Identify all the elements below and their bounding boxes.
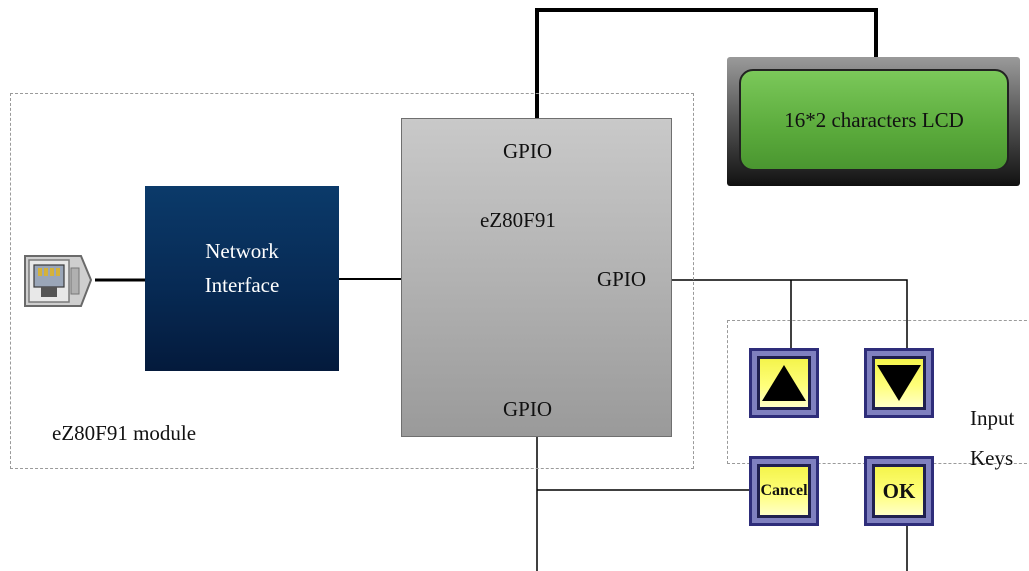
- up-key-face: [757, 356, 811, 410]
- module-label: eZ80F91 module: [52, 421, 197, 445]
- ok-key[interactable]: OK: [864, 456, 934, 526]
- mcu-block: [401, 118, 672, 437]
- cancel-key[interactable]: Cancel: [749, 456, 819, 526]
- mcu-gpio-bottom-label: GPIO: [503, 397, 553, 421]
- down-arrow-icon: [877, 365, 921, 401]
- network-interface-line1: Network: [205, 238, 279, 263]
- cancel-key-face: Cancel: [757, 464, 811, 518]
- input-keys-label-line1: Input: [970, 406, 1015, 430]
- cancel-key-label: Cancel: [760, 482, 808, 499]
- input-keys-label-line2: Keys: [970, 446, 1014, 470]
- ok-key-label: OK: [882, 478, 916, 503]
- network-interface-block: Network Interface: [145, 186, 339, 371]
- lcd-bus-wire: [535, 8, 878, 118]
- module-boundary: [10, 93, 694, 469]
- network-interface-line2: Interface: [204, 272, 280, 297]
- down-key-face: [872, 356, 926, 410]
- mcu-gpio-top-label: GPIO: [503, 139, 553, 163]
- ethernet-jack-icon: [19, 250, 95, 312]
- mcu-gpio-right-label: GPIO: [597, 267, 647, 291]
- ok-key-face: OK: [872, 464, 926, 518]
- down-key[interactable]: [864, 348, 934, 418]
- gpio-right-wire: [672, 279, 908, 348]
- up-arrow-icon: [762, 365, 806, 401]
- up-key[interactable]: [749, 348, 819, 418]
- mcu-title: eZ80F91: [480, 208, 556, 232]
- lcd-label: 16*2 characters LCD: [784, 107, 964, 132]
- lcd-screen: 16*2 characters LCD: [739, 69, 1009, 171]
